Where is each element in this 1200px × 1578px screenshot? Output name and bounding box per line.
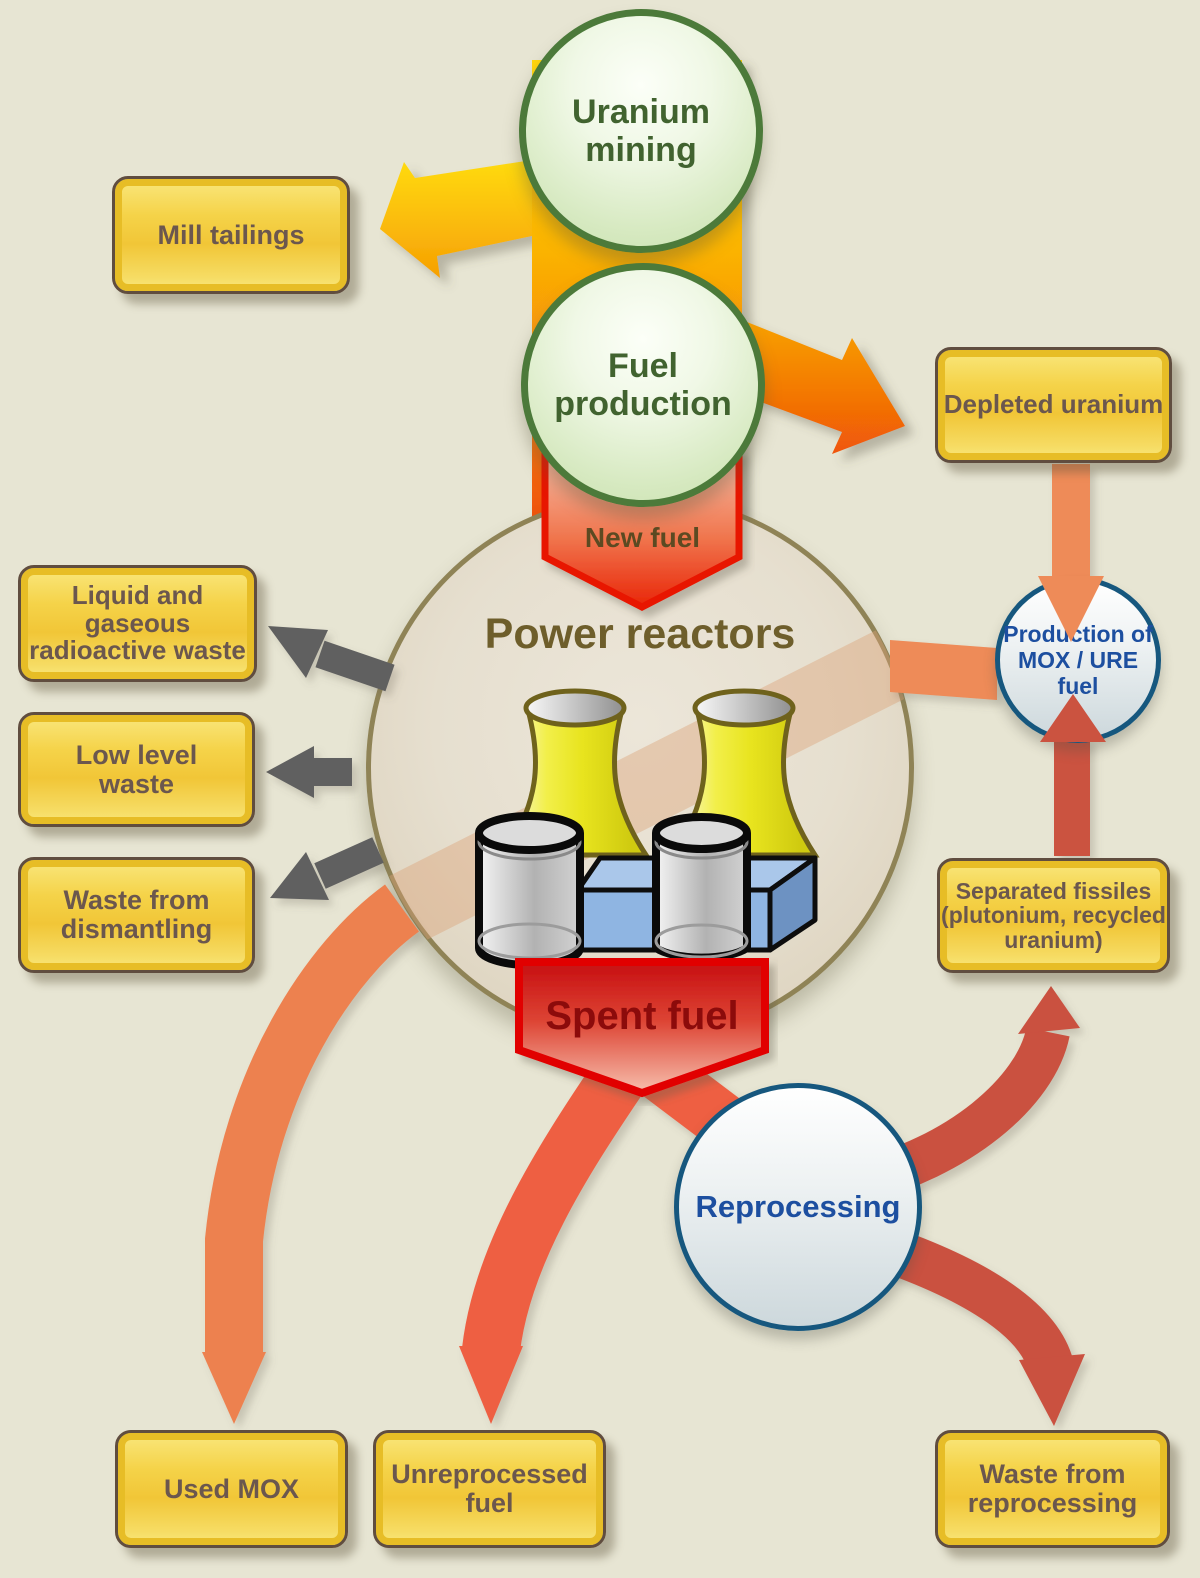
unreprocessed-fuel-box: Unreprocessed fuel (373, 1430, 606, 1548)
uranium-mining-node: Uranium mining (519, 9, 763, 253)
arrow-to-unreprocessed (462, 1063, 642, 1354)
arrow-to-waste-reprocessing (864, 1222, 1074, 1374)
arrow-to-depleted-uranium (742, 320, 905, 454)
depleted-uranium-box: Depleted uranium (935, 347, 1172, 463)
containment-cylinder-right (652, 813, 751, 962)
fissiles-to-mox-band (1054, 738, 1090, 856)
mox-production-label: Production of MOX / URE fuel (1003, 621, 1153, 699)
mill-tailings-box: Mill tailings (112, 176, 350, 294)
waste-dismantling-box: Waste from dismantling (18, 857, 255, 973)
containment-cylinder-left (475, 812, 584, 969)
waste-dismantling-label: Waste from dismantling (60, 885, 213, 944)
arrow-to-dismantling-waste-head (270, 852, 329, 900)
used-mox-label: Used MOX (163, 1473, 300, 1504)
separated-fissiles-label: Separated fissiles (plutonium, recycled … (941, 877, 1166, 953)
arrow-to-fissiles-head (1018, 986, 1080, 1034)
reprocessing-label: Reprocessing (695, 1189, 901, 1224)
depleted-to-mox-band (1052, 464, 1090, 578)
low-level-waste-label: Low level waste (75, 739, 198, 799)
used-mox-box: Used MOX (115, 1430, 348, 1548)
power-reactors-label: Power reactors (484, 610, 796, 658)
liquid-gaseous-waste-label: Liquid and gaseous radioactive waste (29, 579, 246, 666)
arrow-to-used-mox-head (202, 1352, 266, 1424)
arrow-to-used-mox (205, 884, 420, 1356)
reactors-to-mox-connector (890, 640, 997, 700)
spent-fuel-banner: Spent fuel (545, 994, 739, 1038)
separated-fissiles-box: Separated fissiles (plutonium, recycled … (937, 858, 1170, 973)
arrow-to-waste-reprocessing-head (1019, 1354, 1085, 1426)
new-fuel-banner: New fuel (584, 522, 701, 553)
arrow-to-liquid-waste-head (268, 626, 328, 678)
fuel-production-label: Fuel production (554, 346, 732, 423)
mox-production-node: Production of MOX / URE fuel (995, 577, 1161, 743)
mill-tailings-label: Mill tailings (157, 219, 305, 250)
uranium-mining-label: Uranium mining (572, 92, 710, 169)
arrow-to-unreprocessed-head (459, 1346, 523, 1424)
waste-reprocessing-box: Waste from reprocessing (935, 1430, 1170, 1548)
low-level-waste-box: Low level waste (18, 712, 255, 827)
unreprocessed-fuel-label: Unreprocessed fuel (391, 1459, 588, 1518)
waste-reprocessing-label: Waste from reprocessing (967, 1459, 1138, 1518)
reprocessing-node: Reprocessing (674, 1083, 922, 1331)
spent-fuel-banner-shape (515, 958, 769, 1098)
depleted-uranium-label: Depleted uranium (943, 389, 1164, 420)
nuclear-plant-illustration (475, 688, 820, 969)
arrow-to-low-level-waste-head (266, 746, 314, 798)
fuel-production-node: Fuel production (521, 263, 765, 507)
arrow-to-mill-tailings (380, 160, 532, 278)
arrow-to-liquid-waste (315, 640, 395, 692)
arrow-to-dismantling-waste (314, 837, 384, 889)
liquid-gaseous-waste-box: Liquid and gaseous radioactive waste (18, 565, 257, 682)
